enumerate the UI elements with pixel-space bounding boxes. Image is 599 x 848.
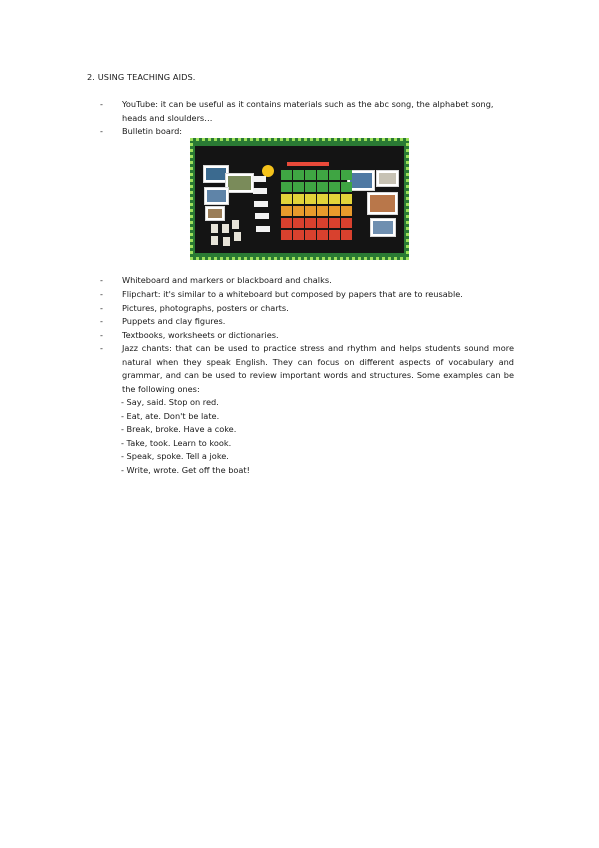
board-small-picture [234,232,241,241]
board-grid-cell [317,194,328,204]
board-grid-cell [329,182,340,192]
board-grid-cell [281,170,292,180]
board-grid-cell [329,194,340,204]
list-bullet: - [100,99,103,109]
list-bullet: - [100,275,103,285]
list-item-text: Textbooks, worksheets or dictionaries. [122,330,279,340]
board-grid-cell [305,170,316,180]
board-small-picture [222,224,229,233]
board-grid-cell [329,206,340,216]
board-small-picture [211,224,218,233]
list-item-text: Jazz chants: that can be used to practic… [122,343,514,394]
board-grid-cell [305,206,316,216]
board-grid-cell [317,170,328,180]
list-item-text: Whiteboard and markers or blackboard and… [122,275,332,285]
list-bullet: - [100,316,103,326]
board-grid-cell [293,218,304,228]
board-grid-cell [317,230,328,240]
board-grid-cell [281,194,292,204]
board-grid-cell [281,182,292,192]
board-label-card [252,176,266,182]
board-picture [367,192,398,215]
board-grid-cell [281,206,292,216]
board-small-picture [223,237,230,246]
board-border [190,138,409,260]
list-item: - Whiteboard and markers or blackboard a… [100,274,515,287]
list-item: - Jazz chants: that can be used to pract… [100,342,515,398]
list-item: - YouTube: it can be useful as it contai… [100,98,515,125]
chant-example: - Take, took. Learn to kook. [121,438,232,448]
chant-example: - Say, said. Stop on red. [121,397,219,407]
list-item: - Bulletin board: [100,125,515,138]
board-grid-cell [341,194,352,204]
board-grid-cell [341,218,352,228]
board-grid-cell [329,230,340,240]
board-small-picture [211,236,218,245]
chant-example: - Break, broke. Have a coke. [121,424,237,434]
board-grid-cell [317,182,328,192]
board-grid-cell [317,206,328,216]
board-grid-cell [305,182,316,192]
board-picture [225,173,254,193]
board-picture [347,170,375,191]
board-grid-cell [341,206,352,216]
board-grid-cell [329,218,340,228]
board-grid-cell [305,230,316,240]
list-item-text: Bulletin board: [122,126,183,136]
board-grid-cell [293,230,304,240]
board-small-picture [232,220,239,229]
board-picture [205,206,225,221]
list-bullet: - [100,303,103,313]
list-item-text: YouTube: it can be useful as it contains… [122,99,494,123]
list-bullet: - [100,330,103,340]
board-title-strip [287,162,329,166]
list-item-text: Pictures, photographs, posters or charts… [122,303,289,313]
board-grid-cell [293,206,304,216]
bulletin-board-photo [190,138,409,260]
board-grid-cell [281,218,292,228]
sun-picture [262,165,274,177]
list-bullet: - [100,343,103,353]
chant-example: - Eat, ate. Don't be late. [121,411,220,421]
board-grid-cell [341,182,352,192]
board-label-card [254,201,268,207]
chant-example: - Speak, spoke. Tell a joke. [121,451,229,461]
board-grid-cell [341,230,352,240]
board-grid-cell [329,170,340,180]
board-picture [204,187,229,205]
list-bullet: - [100,126,103,136]
board-label-card [253,188,267,194]
list-item: - Textbooks, worksheets or dictionaries. [100,329,515,342]
board-grid-cell [293,170,304,180]
list-item-text: Puppets and clay figures. [122,316,226,326]
board-label-card [256,226,270,232]
list-bullet: - [100,289,103,299]
list-item: - Puppets and clay figures. [100,315,515,328]
board-grid-cell [293,182,304,192]
board-background [195,146,404,253]
board-grid-cell [341,170,352,180]
chant-example: - Write, wrote. Get off the boat! [121,465,250,475]
board-grid-cell [317,218,328,228]
section-heading: 2. USING TEACHING AIDS. [87,72,196,82]
board-grid-cell [305,218,316,228]
board-picture [376,170,399,187]
board-grid-cell [305,194,316,204]
board-picture [370,218,396,237]
list-item-text: Flipchart: it's similar to a whiteboard … [122,289,463,299]
list-item: - Pictures, photographs, posters or char… [100,302,515,315]
board-grid-cell [281,230,292,240]
board-grid-cell [293,194,304,204]
board-label-card [255,213,269,219]
list-item: - Flipchart: it's similar to a whiteboar… [100,288,515,301]
